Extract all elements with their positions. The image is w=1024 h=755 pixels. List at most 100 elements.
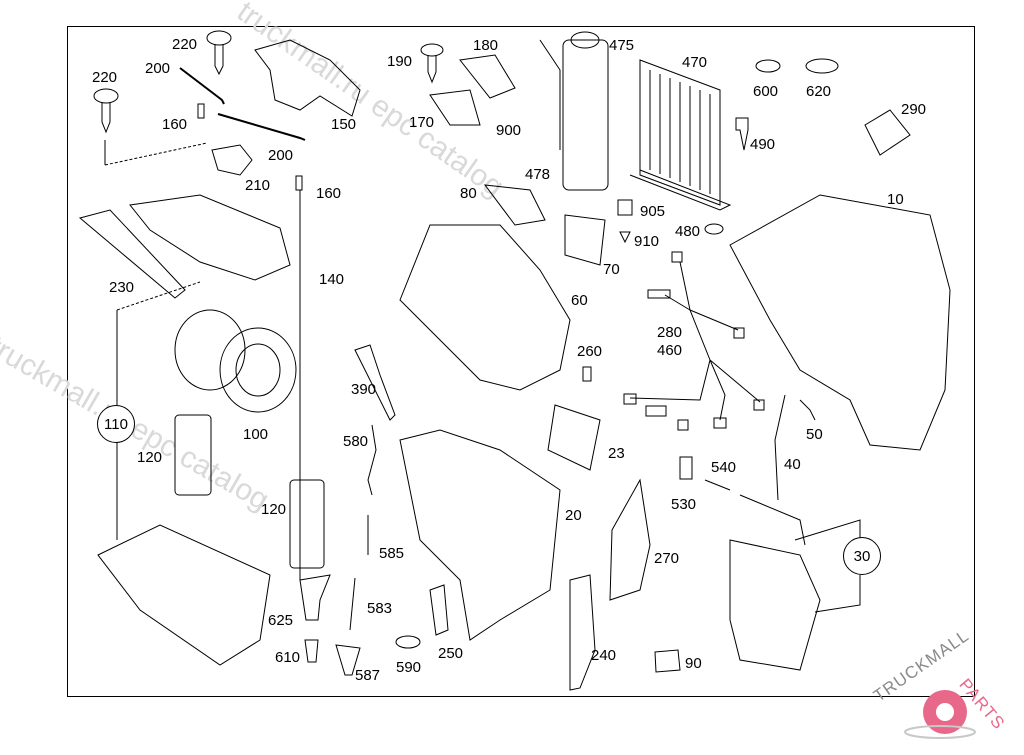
callout-label: 600 [753, 83, 779, 100]
callout-label: 230 [109, 279, 135, 296]
callout-label: 910 [634, 233, 660, 250]
housing-60 [399, 224, 571, 391]
part-270 [609, 478, 651, 601]
callout-label: 160 [316, 185, 342, 202]
callout-label: 23 [608, 445, 625, 462]
callout-label: 280 [657, 324, 683, 341]
diagram-frame [67, 26, 975, 697]
callout-label: 80 [460, 185, 477, 202]
clip-160-b [295, 175, 303, 191]
part-260 [582, 366, 592, 382]
hose-580 [367, 424, 377, 496]
screw-220-top [206, 30, 232, 76]
part-625 [299, 574, 331, 621]
part-170 [429, 89, 481, 126]
housing-20 [399, 429, 561, 641]
callout-label: 260 [577, 343, 603, 360]
callout-label: 390 [351, 381, 377, 398]
callout-label: 140 [319, 271, 345, 288]
part-587 [335, 644, 361, 676]
part-910 [619, 231, 631, 244]
callout-label: 590 [396, 659, 422, 676]
callout-label: 50 [806, 426, 823, 443]
callout-label: 10 [887, 191, 904, 208]
callout-label: 905 [640, 203, 666, 220]
part-23 [547, 404, 601, 471]
part-610 [304, 639, 319, 663]
callout-label: 580 [343, 433, 369, 450]
callout-label: 470 [682, 54, 708, 71]
part-530 [679, 456, 693, 480]
callout-label: 210 [245, 177, 271, 194]
callout-label: 240 [591, 647, 617, 664]
callout-label: 220 [172, 36, 198, 53]
callout-label: 620 [806, 83, 832, 100]
callout-label: 200 [145, 60, 171, 77]
duct-cover-150 [254, 39, 361, 117]
lower-housing-left [97, 524, 271, 666]
blower-100 [174, 309, 297, 413]
wiring-harness-280 [623, 251, 765, 431]
part-290 [864, 109, 911, 156]
filter-230 [78, 209, 186, 299]
callout-label: 475 [609, 37, 635, 54]
filter-120-left [174, 414, 212, 496]
bolt-490 [735, 117, 749, 151]
part-240 [569, 574, 596, 691]
gear-icon [904, 690, 976, 739]
part-905 [617, 199, 633, 216]
actuator-210 [211, 144, 253, 176]
callout-label: 200 [268, 147, 294, 164]
part-50 [799, 399, 816, 421]
heat-exchanger-470 [629, 59, 732, 211]
part-80 [483, 184, 546, 226]
callout-label: 220 [92, 69, 118, 86]
reservoir-475 [539, 31, 609, 191]
main-housing-10 [729, 194, 951, 451]
part-590 [395, 635, 421, 649]
evaporator-30 [729, 539, 821, 671]
callout-label: 190 [387, 53, 413, 70]
screw-190 [420, 43, 444, 84]
upper-housing [129, 194, 291, 281]
callout-label: 270 [654, 550, 680, 567]
callout-label: 120 [137, 449, 163, 466]
callout-label: 460 [657, 342, 683, 359]
clip-160-a [197, 103, 205, 119]
grommet-600 [755, 59, 781, 73]
callout-label: 587 [355, 667, 381, 684]
callout-label: 70 [603, 261, 620, 278]
grommet-480 [704, 223, 724, 235]
part-390 [354, 344, 396, 421]
flap-30 [739, 494, 806, 546]
filter-120-center [289, 479, 325, 569]
callout-label: 583 [367, 600, 393, 617]
part-583 [349, 577, 356, 631]
callout-label: 160 [162, 116, 188, 133]
callout-label: 490 [750, 136, 776, 153]
callout-label: 100 [243, 426, 269, 443]
callout-label: 478 [525, 166, 551, 183]
callout-label: 625 [268, 612, 294, 629]
screw-540 [704, 479, 731, 491]
part-90 [654, 649, 681, 673]
callout-label: 60 [571, 292, 588, 309]
circled-callout: 30 [843, 537, 881, 575]
callout-label: 900 [496, 122, 522, 139]
callout-label: 120 [261, 501, 287, 518]
callout-label: 480 [675, 223, 701, 240]
grommet-620 [805, 58, 839, 74]
callout-label: 540 [711, 459, 737, 476]
part-70 [564, 214, 606, 266]
callout-label: 150 [331, 116, 357, 133]
truckmall-parts-logo: TRUCKMALL PARTS [860, 626, 1020, 750]
callout-label: 40 [784, 456, 801, 473]
lever-200-b [217, 113, 306, 141]
screw-220-left [93, 88, 119, 134]
callout-label: 290 [901, 101, 927, 118]
lever-200-a [179, 67, 225, 105]
callout-label: 585 [379, 545, 405, 562]
callout-label: 170 [409, 114, 435, 131]
part-250 [429, 584, 449, 636]
